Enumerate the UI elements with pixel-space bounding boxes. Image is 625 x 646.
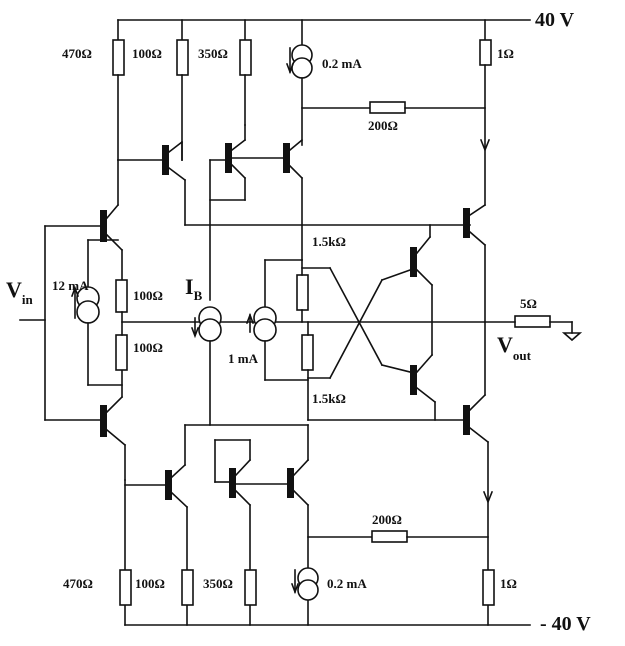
resistor-1-bottom — [482, 569, 495, 606]
current-source-top — [285, 44, 313, 79]
transistor-driver-bottom — [410, 353, 437, 421]
label-470-bottom: 470Ω — [63, 576, 93, 591]
resistor-470-top — [112, 39, 125, 76]
ib-label: IB — [185, 274, 203, 303]
resistor-200-top — [369, 101, 406, 114]
transistor-input-top — [44, 159, 124, 281]
transistor-q-bottom-2 — [214, 439, 252, 571]
label-100-mid-bottom: 100Ω — [133, 340, 163, 355]
label-1k5-top: 1.5kΩ — [312, 234, 346, 249]
label-200-bottom: 200Ω — [372, 512, 402, 527]
label-100-mid-top: 100Ω — [133, 288, 163, 303]
label-1k5-bottom: 1.5kΩ — [312, 391, 346, 406]
label-12ma: 12 mA — [52, 278, 89, 293]
resistor-100-bottom — [181, 569, 194, 606]
transistor-q-top-3 — [231, 138, 304, 261]
vout-label: Vout — [497, 332, 532, 363]
label-470-top: 470Ω — [62, 46, 92, 61]
resistor-1k5-top — [296, 274, 309, 311]
resistor-100-top — [176, 39, 189, 76]
transistor-q-top-2 — [209, 124, 247, 301]
resistor-5-load — [514, 315, 551, 328]
transistor-driver-top — [410, 224, 434, 356]
resistor-200-bottom — [371, 530, 408, 543]
resistor-100-mid-top — [115, 279, 128, 313]
resistor-100-mid-bottom — [115, 334, 128, 371]
label-100-top: 100Ω — [132, 46, 162, 61]
label-1-bottom: 1Ω — [500, 576, 517, 591]
label-350-top: 350Ω — [198, 46, 228, 61]
label-200-top: 200Ω — [368, 118, 398, 133]
resistor-470-bottom — [119, 569, 132, 606]
negative-rail — [124, 599, 531, 626]
positive-rail — [117, 19, 531, 46]
label-cs-top: 0.2 mA — [322, 56, 362, 71]
positive-rail-label: 40 V — [535, 9, 575, 31]
resistor-1-top — [479, 39, 492, 66]
transistor-output-bottom — [307, 393, 494, 571]
current-source-ib — [190, 306, 222, 426]
ground-icon — [561, 332, 583, 342]
label-cs-bottom: 0.2 mA — [327, 576, 367, 591]
transistor-q-bottom-1 — [124, 463, 189, 571]
label-350-bottom: 350Ω — [203, 576, 233, 591]
transistor-q-top-1 — [117, 140, 187, 226]
label-1ma: 1 mA — [228, 351, 259, 366]
resistor-350-top — [239, 39, 252, 76]
label-1-top: 1Ω — [497, 46, 514, 61]
label-5: 5Ω — [520, 296, 537, 311]
current-source-12ma — [70, 239, 123, 386]
transistor-input-bottom — [44, 369, 127, 481]
cross-coupling — [301, 266, 412, 380]
resistor-1k5-bottom — [301, 334, 314, 371]
negative-rail-label: - 40 V — [540, 613, 591, 635]
resistor-350-bottom — [244, 569, 257, 606]
current-source-1ma — [245, 259, 309, 381]
transistor-output-top — [463, 203, 487, 396]
label-100-bottom: 100Ω — [135, 576, 165, 591]
current-source-bottom — [290, 567, 319, 601]
vin-label: Vin — [6, 277, 34, 307]
transistor-q-bottom-3 — [235, 424, 310, 569]
